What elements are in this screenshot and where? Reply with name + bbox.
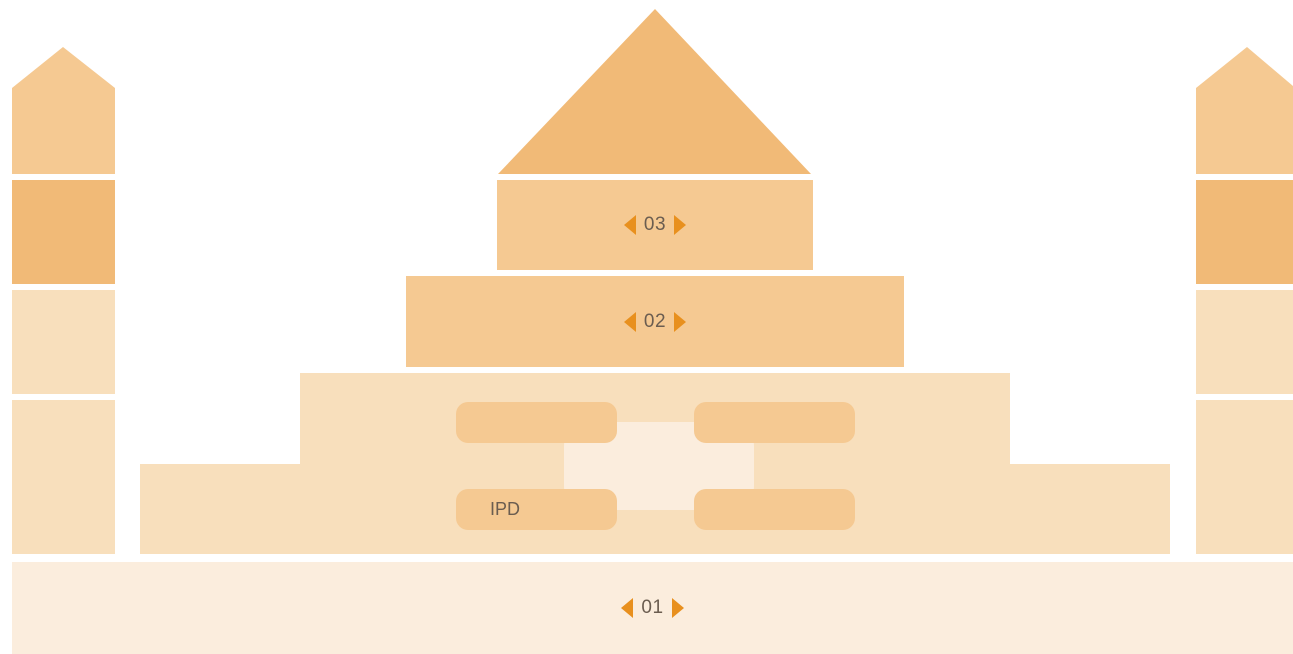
level-03-label: 03 [497, 180, 813, 270]
left-tower-segment-1 [12, 180, 115, 284]
arrow-right-icon [674, 311, 687, 332]
level-01-text: 01 [641, 597, 664, 618]
arrow-left-icon [623, 311, 636, 332]
arrow-right-icon [674, 215, 687, 235]
right-tower-segment-3 [1196, 400, 1293, 554]
center-box-top-right [694, 402, 855, 443]
level-03-block [497, 180, 813, 270]
level-03-text: 03 [643, 214, 667, 235]
center-box-bottom-left: IPD [456, 489, 617, 530]
right-tower-segment-1 [1196, 180, 1293, 284]
arrow-right-icon [671, 598, 684, 618]
arrow-left-icon [623, 215, 636, 235]
level-01-label: 01 [12, 562, 1293, 654]
arrow-left-icon [621, 598, 634, 618]
center-box-bottom-right [694, 489, 855, 530]
left-tower-segment-2 [12, 290, 115, 394]
level-02-block [406, 276, 904, 367]
center-box-bottom-left-label: IPD [490, 499, 521, 519]
level-02-text: 02 [643, 310, 667, 332]
right-tower-segment-2 [1196, 290, 1293, 394]
level-01-band [12, 562, 1293, 654]
left-tower-segment-3 [12, 400, 115, 554]
center-box-top-left [456, 402, 617, 443]
level-02-label: 02 [406, 276, 904, 367]
